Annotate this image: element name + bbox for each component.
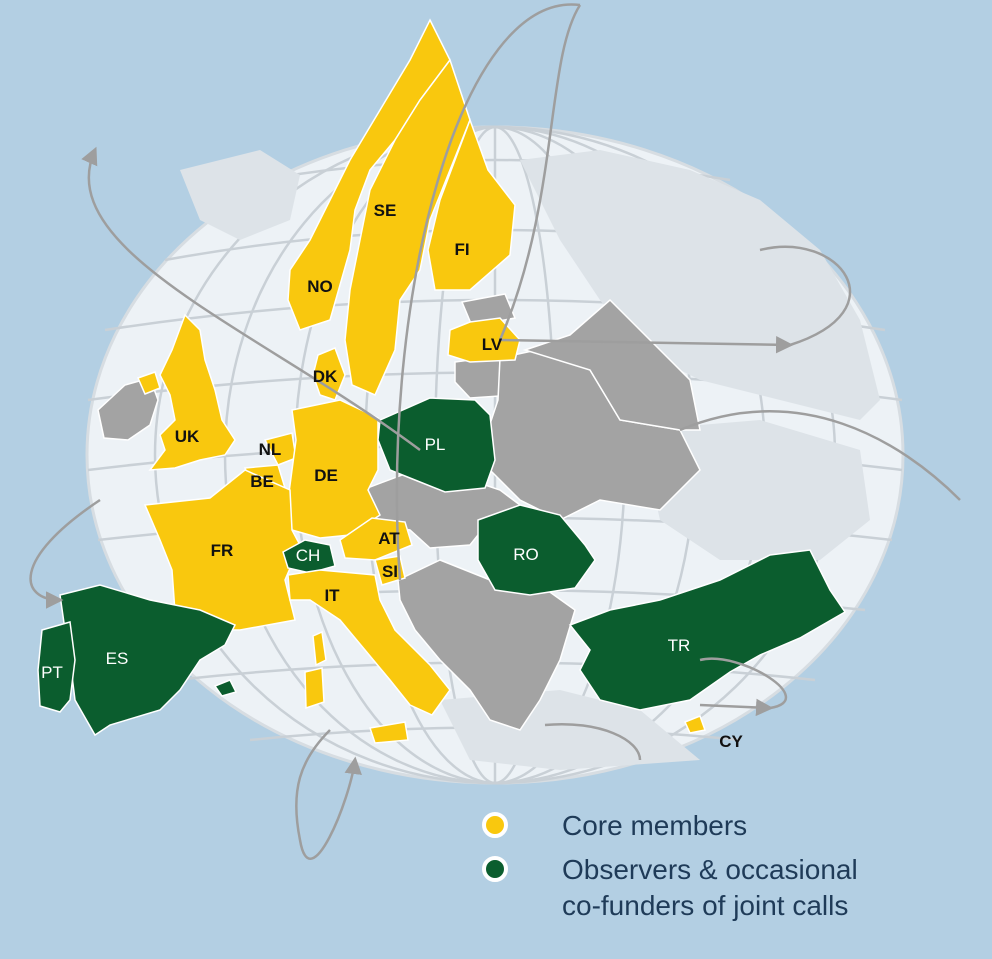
country-tr — [568, 549, 847, 711]
country-cy — [683, 715, 706, 734]
country-at — [339, 517, 413, 561]
legend-observer-line2: co-funders of joint calls — [562, 890, 849, 921]
orbit-5 — [498, 4, 582, 341]
orbit-1 — [395, 3, 581, 581]
country-ch — [282, 539, 336, 574]
country-uk — [148, 313, 236, 471]
orbit-6 — [29, 498, 101, 609]
legend-observer: Observers & occasional co-funders of joi… — [478, 852, 978, 932]
orbit-8 — [699, 698, 774, 717]
label-dk: DK — [313, 367, 338, 386]
country-si — [374, 555, 406, 586]
label-es: ES — [106, 649, 129, 668]
orbit-9 — [699, 657, 788, 710]
label-se: SE — [374, 201, 397, 220]
country-ireland — [97, 377, 159, 441]
country-lv — [447, 317, 521, 363]
orbit-11 — [544, 722, 642, 761]
label-cy: CY — [719, 732, 743, 751]
country-dk — [312, 347, 346, 401]
label-no: NO — [307, 277, 333, 296]
orbit-7 — [679, 410, 961, 501]
orbit-10 — [295, 729, 362, 860]
legend-core: Core members — [478, 808, 978, 852]
country-pl — [377, 397, 496, 493]
label-lv: LV — [482, 335, 503, 354]
label-it: IT — [324, 586, 340, 605]
label-fi: FI — [454, 240, 469, 259]
orbit-2 — [81, 146, 421, 452]
label-ro: RO — [513, 545, 539, 564]
country-it-sardinia — [304, 667, 325, 710]
legend-observer-label: Observers & occasional co-funders of joi… — [562, 852, 858, 924]
country-se — [344, 58, 471, 396]
legend-observer-line1: Observers & occasional — [562, 854, 858, 885]
orbit-3 — [499, 336, 794, 354]
label-be: BE — [250, 472, 274, 491]
legend-core-label: Core members — [562, 810, 748, 841]
country-ro — [477, 504, 596, 596]
label-pt: PT — [41, 663, 63, 682]
country-uk-ni — [136, 371, 161, 395]
country-russia-west — [522, 298, 701, 431]
country-estonia — [460, 293, 517, 327]
country-fr-corsica — [312, 630, 327, 667]
legend: Core members Observers & occasional co-f… — [478, 808, 978, 932]
label-de: DE — [314, 466, 338, 485]
country-it-sicily — [369, 721, 409, 744]
orbit-4 — [759, 245, 852, 347]
country-labels: SE FI NO LV DK UK NL BE DE PL FR CH AT S… — [41, 201, 743, 751]
label-uk: UK — [175, 427, 200, 446]
legend-core-swatch — [482, 812, 508, 838]
member-countries — [37, 18, 847, 744]
country-es-baleares — [213, 679, 238, 697]
country-pt — [37, 621, 76, 713]
country-it — [287, 569, 451, 716]
country-fi — [427, 117, 516, 291]
label-tr: TR — [668, 636, 691, 655]
label-si: SI — [382, 562, 398, 581]
legend-observer-swatch — [482, 856, 508, 882]
label-fr: FR — [211, 541, 234, 560]
label-ch: CH — [296, 546, 321, 565]
orbit-lines — [29, 3, 961, 860]
label-at: AT — [378, 529, 400, 548]
label-pl: PL — [425, 435, 446, 454]
label-nl: NL — [259, 440, 282, 459]
